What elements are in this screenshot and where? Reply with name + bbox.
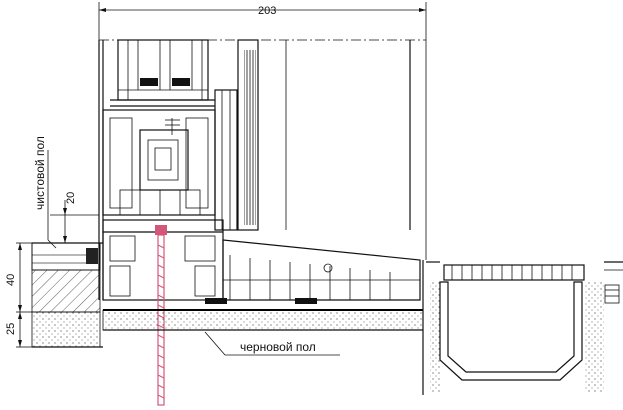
dimension-20-label: 20	[65, 192, 77, 204]
dimension-overall-width: 203	[98, 2, 427, 40]
frame-profile	[102, 39, 259, 231]
dimension-25-label: 25	[5, 323, 17, 335]
finish-floor-left	[31, 242, 103, 348]
rough-floor-slab	[102, 260, 424, 395]
rough-floor-label: черновой пол	[240, 340, 316, 354]
dimension-40-label: 40	[5, 274, 17, 286]
finish-floor-callout: чистовой пол	[33, 136, 57, 249]
rough-floor-callout: черновой пол	[204, 331, 340, 356]
threshold-profile	[102, 219, 421, 304]
drainage-channel	[426, 261, 623, 392]
glazing-unit	[110, 39, 215, 107]
finish-floor-label: чистовой пол	[33, 136, 47, 210]
dimension-gap: 20	[50, 192, 99, 243]
dimension-left: 40 25	[5, 242, 32, 348]
dimension-203-label: 203	[258, 5, 276, 17]
